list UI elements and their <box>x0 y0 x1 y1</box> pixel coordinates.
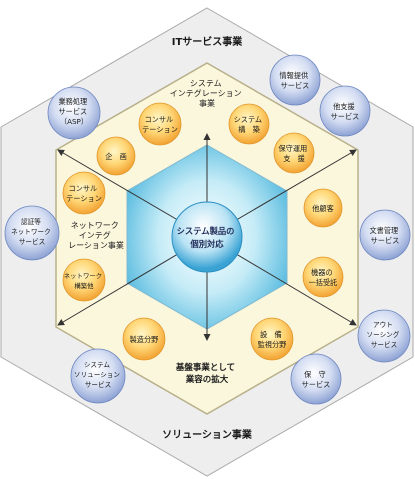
node-bunsho-kanri: 文書管理 サービス <box>359 209 411 261</box>
core-label: システム製品の 個別対応 <box>177 226 238 249</box>
svg-text:情報提供 サービス: 情報提供 サービス <box>279 71 310 90</box>
node-network-kouchiku: ネットワーク 構築他 <box>62 258 106 302</box>
svg-text:他顧客: 他顧客 <box>312 204 334 213</box>
svg-text:コンサル テーション: コンサル テーション <box>142 115 178 134</box>
node-consultation-top: コンサル テーション <box>138 102 182 146</box>
svg-text:アウト ソーシング サービス: アウト ソーシング サービス <box>367 321 402 349</box>
svg-text:保守運用 支 援: 保守運用 支 援 <box>278 144 309 163</box>
node-hoshu: 保 守 サービス <box>290 353 342 405</box>
core-circle <box>171 201 243 273</box>
outer-bottom-label: ソリューション事業 <box>162 428 253 441</box>
svg-text:他支援 サービス: 他支援 サービス <box>331 102 360 121</box>
svg-text:システム 構 築: システム 構 築 <box>234 115 265 134</box>
node-ta-shien: 他支援 サービス <box>319 85 371 137</box>
node-gyomu-shori-asp: 業務処理 サービス （ASP） <box>47 86 101 140</box>
outer-top-label: ITサービス事業 <box>172 35 244 48</box>
svg-text:企 画: 企 画 <box>105 152 127 161</box>
svg-text:機器の 一括受託: 機器の 一括受託 <box>309 268 338 287</box>
node-system-kouchiku: システム 構 築 <box>228 103 270 145</box>
node-consultation-left: コンサル テーション <box>62 171 106 215</box>
svg-text:ネットワーク 構築他: ネットワーク 構築他 <box>64 272 104 290</box>
svg-text:システム ソリューション サービス: システム ソリューション サービス <box>74 361 122 389</box>
node-system-solution: システム ソリューション サービス <box>70 348 126 404</box>
node-setsubi-kanshi: 設 備 監視分野 <box>250 317 294 361</box>
sector-left-label: ネットワーク インテグ レーション事業 <box>68 221 124 250</box>
sector-top-label: システム インテグレーション 事業 <box>170 79 244 108</box>
node-takokyaku: 他顧客 <box>303 188 343 228</box>
arrows <box>57 133 357 341</box>
node-ninshou-network: 認証等 ネットワーク サービス <box>4 205 60 261</box>
svg-text:コンサル テーション: コンサル テーション <box>66 184 102 203</box>
node-kiki-ikkatsu-jutaku: 機器の 一括受託 <box>302 256 344 298</box>
node-hoshu-unyou-shien: 保守運用 支 援 <box>273 132 315 174</box>
svg-text:保 守 サービス: 保 守 サービス <box>302 370 331 389</box>
sector-bottom-label: 基盤事業として 業容の拡大 <box>175 362 238 385</box>
svg-text:認証等 ネットワーク サービス: 認証等 ネットワーク サービス <box>11 217 53 246</box>
svg-text:業務処理 サービス （ASP）: 業務処理 サービス （ASP） <box>58 97 89 126</box>
svg-text:製造分野: 製造分野 <box>130 335 159 344</box>
node-seizou-bunya: 製造分野 <box>122 317 166 361</box>
node-jouhou-teikyou: 情報提供 サービス <box>269 54 321 106</box>
node-kikaku: 企 画 <box>96 136 136 176</box>
svg-text:設 備 監視分野: 設 備 監視分野 <box>258 330 287 349</box>
node-outsourcing: アウト ソーシング サービス <box>357 309 411 363</box>
svg-text:文書管理 サービス: 文書管理 サービス <box>369 226 400 245</box>
